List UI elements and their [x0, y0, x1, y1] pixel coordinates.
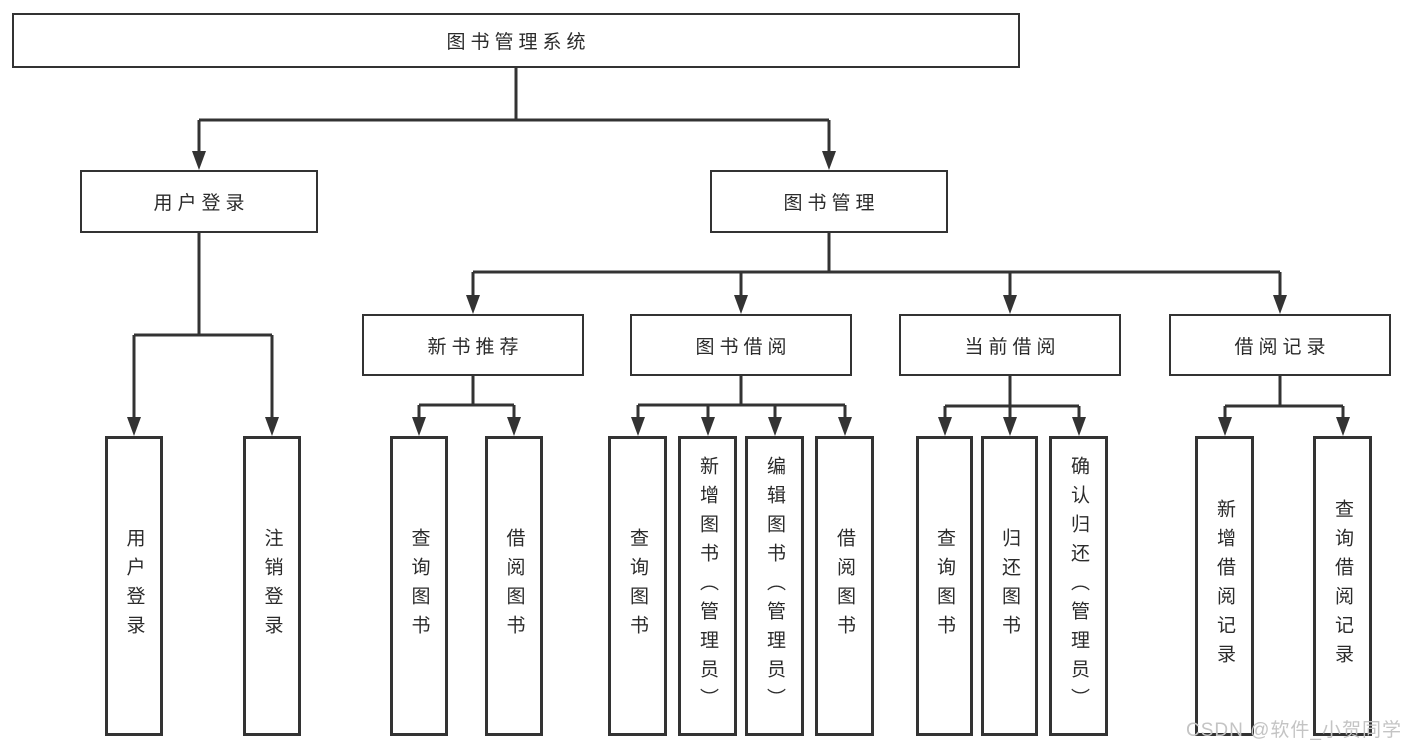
node-book-management: 图书管理 [710, 170, 948, 233]
leaf-query-borrow-record-label: 查询借阅记录 [1332, 499, 1353, 673]
arrowhead-icon [701, 417, 715, 436]
arrowhead-icon [822, 151, 836, 170]
leaf-recommend-borrow-books-label: 借阅图书 [503, 528, 525, 644]
node-new-book-recommend: 新书推荐 [362, 314, 584, 376]
leaf-user-login: 用户登录 [105, 436, 163, 736]
node-root-label: 图书管理系统 [446, 32, 591, 53]
arrowhead-icon [734, 295, 748, 314]
leaf-borrow-query-books-label: 查询图书 [627, 528, 648, 644]
node-user-login-label: 用户登录 [153, 193, 250, 214]
node-root: 图书管理系统 [12, 13, 1020, 68]
leaf-return-books: 归还图书 [981, 436, 1038, 736]
node-book-borrow: 图书借阅 [630, 314, 852, 376]
arrowhead-icon [127, 417, 141, 436]
leaf-confirm-return-admin-label: 确认归还（管理员） [1068, 455, 1089, 717]
arrowhead-icon [1003, 417, 1017, 436]
leaf-add-borrow-record: 新增借阅记录 [1195, 436, 1254, 736]
arrowhead-icon [1273, 295, 1287, 314]
arrowhead-icon [1072, 417, 1086, 436]
arrowhead-icon [412, 417, 426, 436]
arrowhead-icon [192, 151, 206, 170]
arrowhead-icon [1003, 295, 1017, 314]
leaf-borrow-query-books: 查询图书 [608, 436, 667, 736]
node-book-management-label: 图书管理 [783, 193, 880, 214]
leaf-return-books-label: 归还图书 [999, 528, 1020, 644]
leaf-add-books-admin: 新增图书（管理员） [678, 436, 737, 736]
arrowhead-icon [466, 295, 480, 314]
node-current-borrow: 当前借阅 [899, 314, 1121, 376]
node-current-borrow-label: 当前借阅 [964, 336, 1061, 358]
node-user-login: 用户登录 [80, 170, 318, 233]
leaf-borrow-books: 借阅图书 [815, 436, 874, 736]
node-new-book-recommend-label: 新书推荐 [427, 336, 524, 358]
arrowhead-icon [938, 417, 952, 436]
leaf-recommend-borrow-books: 借阅图书 [485, 436, 543, 736]
leaf-logout-label: 注销登录 [261, 528, 283, 644]
leaf-current-query-books-label: 查询图书 [934, 528, 955, 644]
arrowhead-icon [768, 417, 782, 436]
arrowhead-icon [1336, 417, 1350, 436]
arrowhead-icon [265, 417, 279, 436]
node-book-borrow-label: 图书借阅 [695, 336, 792, 358]
connector-path [132, 68, 1345, 420]
leaf-recommend-query-books-label: 查询图书 [408, 528, 430, 644]
arrowhead-icon [1218, 417, 1232, 436]
leaf-borrow-books-label: 借阅图书 [834, 528, 855, 644]
arrowhead-icon [631, 417, 645, 436]
leaf-logout: 注销登录 [243, 436, 301, 736]
node-borrow-records: 借阅记录 [1169, 314, 1391, 376]
arrowhead-icon [838, 417, 852, 436]
leaf-user-login-label: 用户登录 [123, 528, 145, 644]
leaf-confirm-return-admin: 确认归还（管理员） [1049, 436, 1108, 736]
csdn-watermark: CSDN @软件_小贺同学 [1186, 720, 1402, 741]
leaf-current-query-books: 查询图书 [916, 436, 973, 736]
leaf-query-borrow-record: 查询借阅记录 [1313, 436, 1372, 736]
leaf-add-borrow-record-label: 新增借阅记录 [1214, 499, 1235, 673]
leaf-edit-books-admin: 编辑图书（管理员） [745, 436, 804, 736]
leaf-edit-books-admin-label: 编辑图书（管理员） [764, 455, 785, 717]
leaf-recommend-query-books: 查询图书 [390, 436, 448, 736]
leaf-add-books-admin-label: 新增图书（管理员） [697, 455, 718, 717]
node-borrow-records-label: 借阅记录 [1234, 336, 1331, 358]
arrowhead-icon [507, 417, 521, 436]
